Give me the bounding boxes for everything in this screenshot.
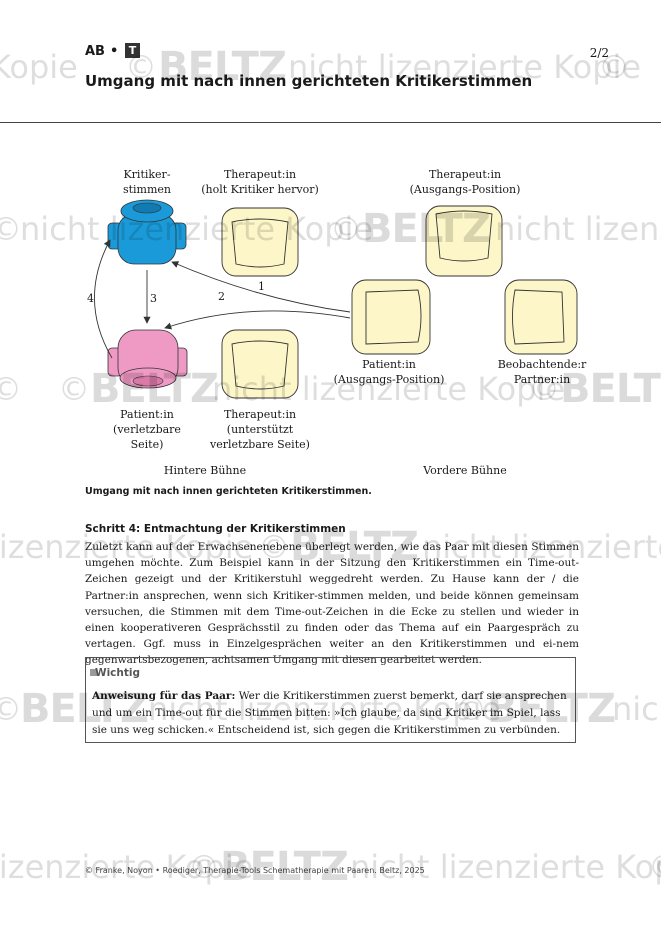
observer-chair-icon	[504, 279, 578, 355]
box-marker-icon	[90, 669, 97, 676]
box-title: Wichtig	[95, 667, 141, 679]
patient-chair-origin-icon	[351, 279, 431, 355]
step-number-2: 2	[218, 290, 225, 303]
label-kritiker: Kritiker- stimmen	[122, 168, 172, 196]
page-number: 2/2	[589, 46, 609, 60]
label-observer: Beobachtende:r Partner:in	[497, 358, 587, 386]
label-front-stage: Vordere Bühne	[423, 464, 507, 477]
page-title: Umgang mit nach innen gerichteten Kritik…	[85, 72, 533, 90]
important-box	[85, 657, 576, 743]
worksheet-label: AB	[85, 44, 105, 59]
box-text: Wer die Kritikerstimmen zuerst bemerkt, …	[92, 690, 567, 736]
header-divider	[0, 122, 661, 123]
patient-vulnerable-chair-icon	[107, 329, 188, 389]
box-lead: Anweisung für das Paar:	[92, 690, 236, 702]
label-back-stage: Hintere Bühne	[163, 464, 247, 477]
header-bullet: •	[110, 44, 119, 59]
label-therapist-origin: Therapeut:in (Ausgangs-Position)	[409, 168, 521, 196]
therapist-chair-evoking-icon	[221, 207, 299, 277]
label-therapist-supporting: Therapeut:in (unterstützt verletzbare Se…	[210, 408, 310, 451]
therapist-chair-origin-icon	[425, 205, 503, 277]
step-number-4: 4	[87, 292, 94, 305]
step-number-1: 1	[258, 280, 265, 293]
step-number-3: 3	[150, 292, 157, 305]
figure-caption: Umgang mit nach innen gerichteten Kritik…	[85, 486, 372, 497]
kritiker-chair-icon	[107, 199, 187, 265]
box-body: Anweisung für das Paar: Wer die Kritiker…	[92, 688, 570, 739]
process-arrows	[94, 239, 351, 359]
arrow-4	[94, 239, 113, 359]
copyright-footer: © Franke, Noyon • Roediger, Therapie-Too…	[85, 866, 425, 875]
section-body: Zuletzt kann auf der Erwachsenenebene üb…	[85, 541, 579, 667]
label-therapist-evoking: Therapeut:in (holt Kritiker hervor)	[201, 168, 319, 196]
label-patient-origin: Patient:in (Ausgangs-Position)	[333, 358, 445, 386]
therapist-chair-supporting-icon	[221, 329, 299, 399]
label-patient-vulnerable: Patient:in (verletzbare Seite)	[113, 408, 181, 451]
arrow-2	[164, 310, 351, 330]
section-heading: Schritt 4: Entmachtung der Kritikerstimm…	[85, 523, 346, 535]
therapy-type-badge: T	[125, 43, 140, 58]
arrow-1	[171, 261, 351, 313]
